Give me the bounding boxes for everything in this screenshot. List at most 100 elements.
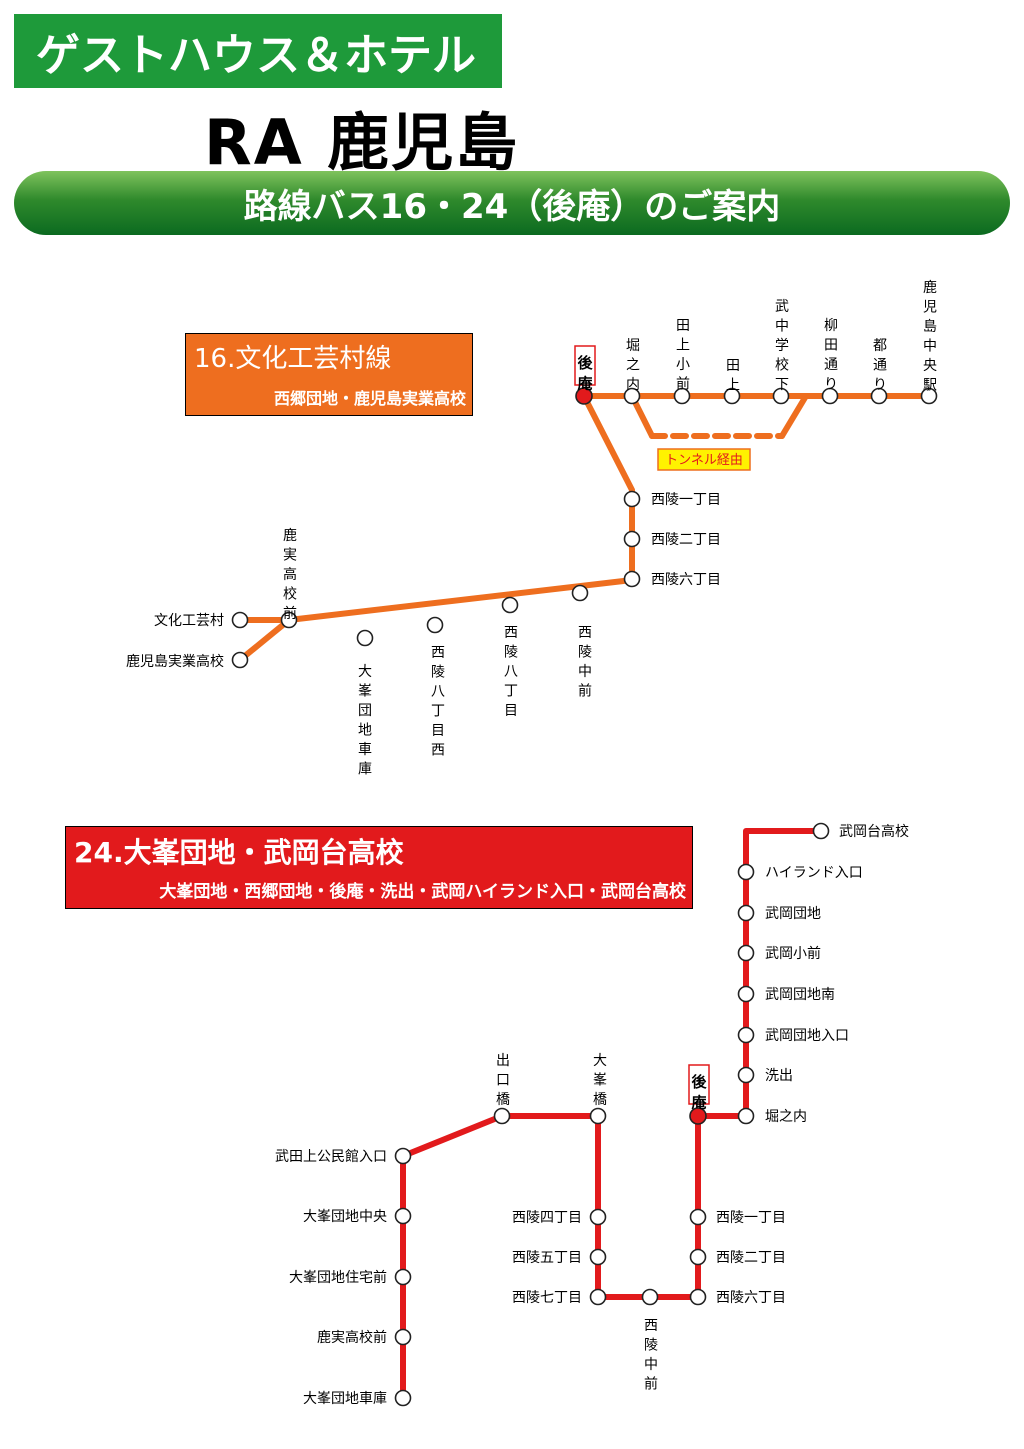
route24-label-ominebashi: 大峯橋	[593, 1053, 607, 1108]
route16-label-miyakodori: 都通り	[873, 338, 887, 393]
brand-title-box: ゲストハウス＆ホテル	[14, 14, 502, 88]
route16-home-stop: 後庵	[574, 345, 596, 405]
route24-stop-nishiryo5	[589, 1248, 607, 1266]
route24-line	[400, 828, 823, 1401]
route24-label-takeokashomae: 武岡小前	[765, 945, 821, 962]
route16-stop-kagoshimachuo	[920, 387, 938, 405]
route16-label-takechugakkoshita: 武中学校下	[775, 299, 789, 393]
route16-label-nishiryonakamae: 西陵中前	[578, 625, 592, 700]
bus-guide-banner: 路線バス16・24（後庵）のご案内	[14, 171, 1010, 235]
route24-stop-ominedanchijutakumae	[394, 1268, 412, 1286]
route24-stop-takeokadanchiminami	[737, 985, 755, 1003]
route24-stop-nishiryo7	[589, 1288, 607, 1306]
route16-label-kagoshimachuo: 鹿児島中央駅	[923, 279, 937, 394]
route24-label-nishiryo6: 西陵六丁目	[716, 1290, 786, 1306]
route16-via: 西郷団地・鹿児島実業高校	[273, 389, 466, 408]
route24-stop-takeokadanchiiriguchi	[737, 1026, 755, 1044]
route24-label-deguchibashi: 出口橋	[496, 1053, 510, 1108]
route16-line-tunnel-east	[779, 393, 809, 439]
route24-home-stop: 後庵	[688, 1064, 710, 1125]
route24-stop-araide	[737, 1066, 755, 1084]
route16-name: 16.文化工芸村線	[194, 344, 392, 374]
banner-text: 路線バス16・24（後庵）のご案内	[243, 186, 781, 227]
route16-stop-nishiryo8	[501, 596, 519, 614]
route16-label-nishiryo8: 西陵八丁目	[504, 625, 518, 719]
route24-title-box: 24.大峯団地・武岡台高校 大峯団地・西郷団地・後庵・洗出・武岡ハイランド入口・…	[65, 826, 693, 909]
route16-stops	[231, 387, 938, 669]
route16-stop-tagamishomae	[673, 387, 691, 405]
route24-label-nishiryo4: 西陵四丁目	[512, 1210, 582, 1226]
route16-stop-kagoshimajitsugyo	[231, 651, 249, 669]
route16-stop-nishiryo2	[623, 530, 641, 548]
route16-stop-tagami	[723, 387, 741, 405]
route16-stop-kajitsukokomae	[280, 611, 298, 629]
route16-label-nishiryo1: 西陵一丁目	[651, 492, 721, 508]
route24-stop-nishiryo2	[689, 1248, 707, 1266]
route24-stop-ominedanchichuo	[394, 1207, 412, 1225]
route24-label-ominedanchishako: 大峯団地車庫	[303, 1390, 387, 1407]
route24-name: 24.大峯団地・武岡台高校	[74, 836, 404, 869]
route24-label-nishiryo1: 西陵一丁目	[716, 1210, 786, 1226]
route16-stop-nishiryo8nishi	[426, 616, 444, 634]
route16-label-bunkakogeimura: 文化工芸村	[154, 613, 224, 629]
route16-stop-nishiryo6	[623, 570, 641, 588]
route24-label-nishiryo7: 西陵七丁目	[512, 1290, 582, 1306]
route24-stop-nishiryonakamae	[641, 1288, 659, 1306]
route16-stop-nishiryonakamae	[571, 584, 589, 602]
route24-stop-nishiryo1	[689, 1208, 707, 1226]
route24-label-ominedanchichuo: 大峯団地中央	[303, 1209, 387, 1225]
route16-title-box: 16.文化工芸村線 西郷団地・鹿児島実業高校	[185, 333, 473, 416]
route16-stop-takechugakkoshita	[772, 387, 790, 405]
route24-stop-ominebashi	[589, 1107, 607, 1125]
route16-lines	[237, 393, 933, 663]
route16-label-nishiryo6: 西陵六丁目	[651, 572, 721, 588]
route24-stop-nishiryo4	[589, 1208, 607, 1226]
route16-stop-nishiryo1	[623, 490, 641, 508]
route24-label-nishiryo2: 西陵二丁目	[716, 1250, 786, 1266]
route16-stop-miyakodori	[870, 387, 888, 405]
route16-stop-horikonouchi	[623, 387, 641, 405]
route24-stop-ominedanchishako	[394, 1389, 412, 1407]
route24-home-stop-marker	[689, 1107, 707, 1125]
route16-label-tagamishomae: 田上小前	[676, 318, 690, 393]
route24-stop-takeokadanchi	[737, 904, 755, 922]
route24-label-ominedanchijutakumae: 大峯団地住宅前	[289, 1269, 387, 1286]
route16-stop-yanagidadori	[821, 387, 839, 405]
route16-home-stop-label: 後庵	[576, 354, 593, 393]
brand-title: ゲストハウス＆ホテル	[36, 30, 476, 81]
tunnel-label-text: トンネル経由	[665, 453, 743, 468]
route24-label-taketagamikominkan: 武田上公民館入口	[275, 1148, 387, 1165]
route16-label-yanagidadori: 柳田通り	[824, 317, 838, 393]
route24-stop-horikonouchi	[737, 1107, 755, 1125]
route24-home-stop-label: 後庵	[690, 1073, 707, 1112]
route16-label-nishiryo8nishi: 西陵八丁目西	[431, 645, 445, 759]
route24-labels: 武岡台高校 ハイランド入口 武岡団地 武岡小前 武岡団地南 武岡団地入口 洗出 …	[275, 823, 909, 1407]
route24-label-takeokadanchi: 武岡団地	[765, 906, 821, 922]
route24-stop-nishiryo6	[689, 1288, 707, 1306]
route16-label-kajitsukokomae: 鹿実高校前	[283, 527, 297, 622]
hotel-name: RA 鹿児島	[204, 106, 520, 179]
route24-via: 大峯団地・西郷団地・後庵・洗出・武岡ハイランド入口・武岡台高校	[159, 882, 686, 902]
route24-label-takeokadanchiiriguchi: 武岡団地入口	[765, 1028, 849, 1044]
route16-label-kagoshimajitsugyo: 鹿児島実業高校	[126, 653, 224, 670]
route24-label-nishiryo5: 西陵五丁目	[512, 1250, 582, 1266]
route24-stops	[394, 822, 830, 1407]
route24-label-highland: ハイランド入口	[765, 865, 863, 881]
route24-label-kajitsukokomae: 鹿実高校前	[317, 1329, 387, 1346]
route16-label-nishiryo2: 西陵二丁目	[651, 532, 721, 548]
route24-label-araide: 洗出	[765, 1068, 793, 1084]
route24-label-takeokadanchiminami: 武岡団地南	[765, 987, 835, 1003]
route24-label-horikonouchi: 堀之内	[765, 1109, 807, 1125]
route24-lines	[400, 828, 823, 1401]
route24-stop-takeokashomae	[737, 944, 755, 962]
route24-stop-highland	[737, 863, 755, 881]
route24-stop-deguchibashi	[493, 1107, 511, 1125]
route16-stop-ominedanchishako	[356, 629, 374, 647]
route24-stop-taketagamikominkan	[394, 1147, 412, 1165]
route16-labels: 堀之内 田上小前 田上 武中学校下 柳田通り 都通り 鹿児島中央駅 西陵一丁目 …	[126, 279, 937, 778]
route16-label-tagami: 田上	[726, 358, 740, 394]
route24-label-nishiryonakamae: 西陵中前	[644, 1318, 658, 1393]
route24-stop-takeokadaikoko	[812, 822, 830, 840]
route24-stop-kajitsukokomae	[394, 1328, 412, 1346]
